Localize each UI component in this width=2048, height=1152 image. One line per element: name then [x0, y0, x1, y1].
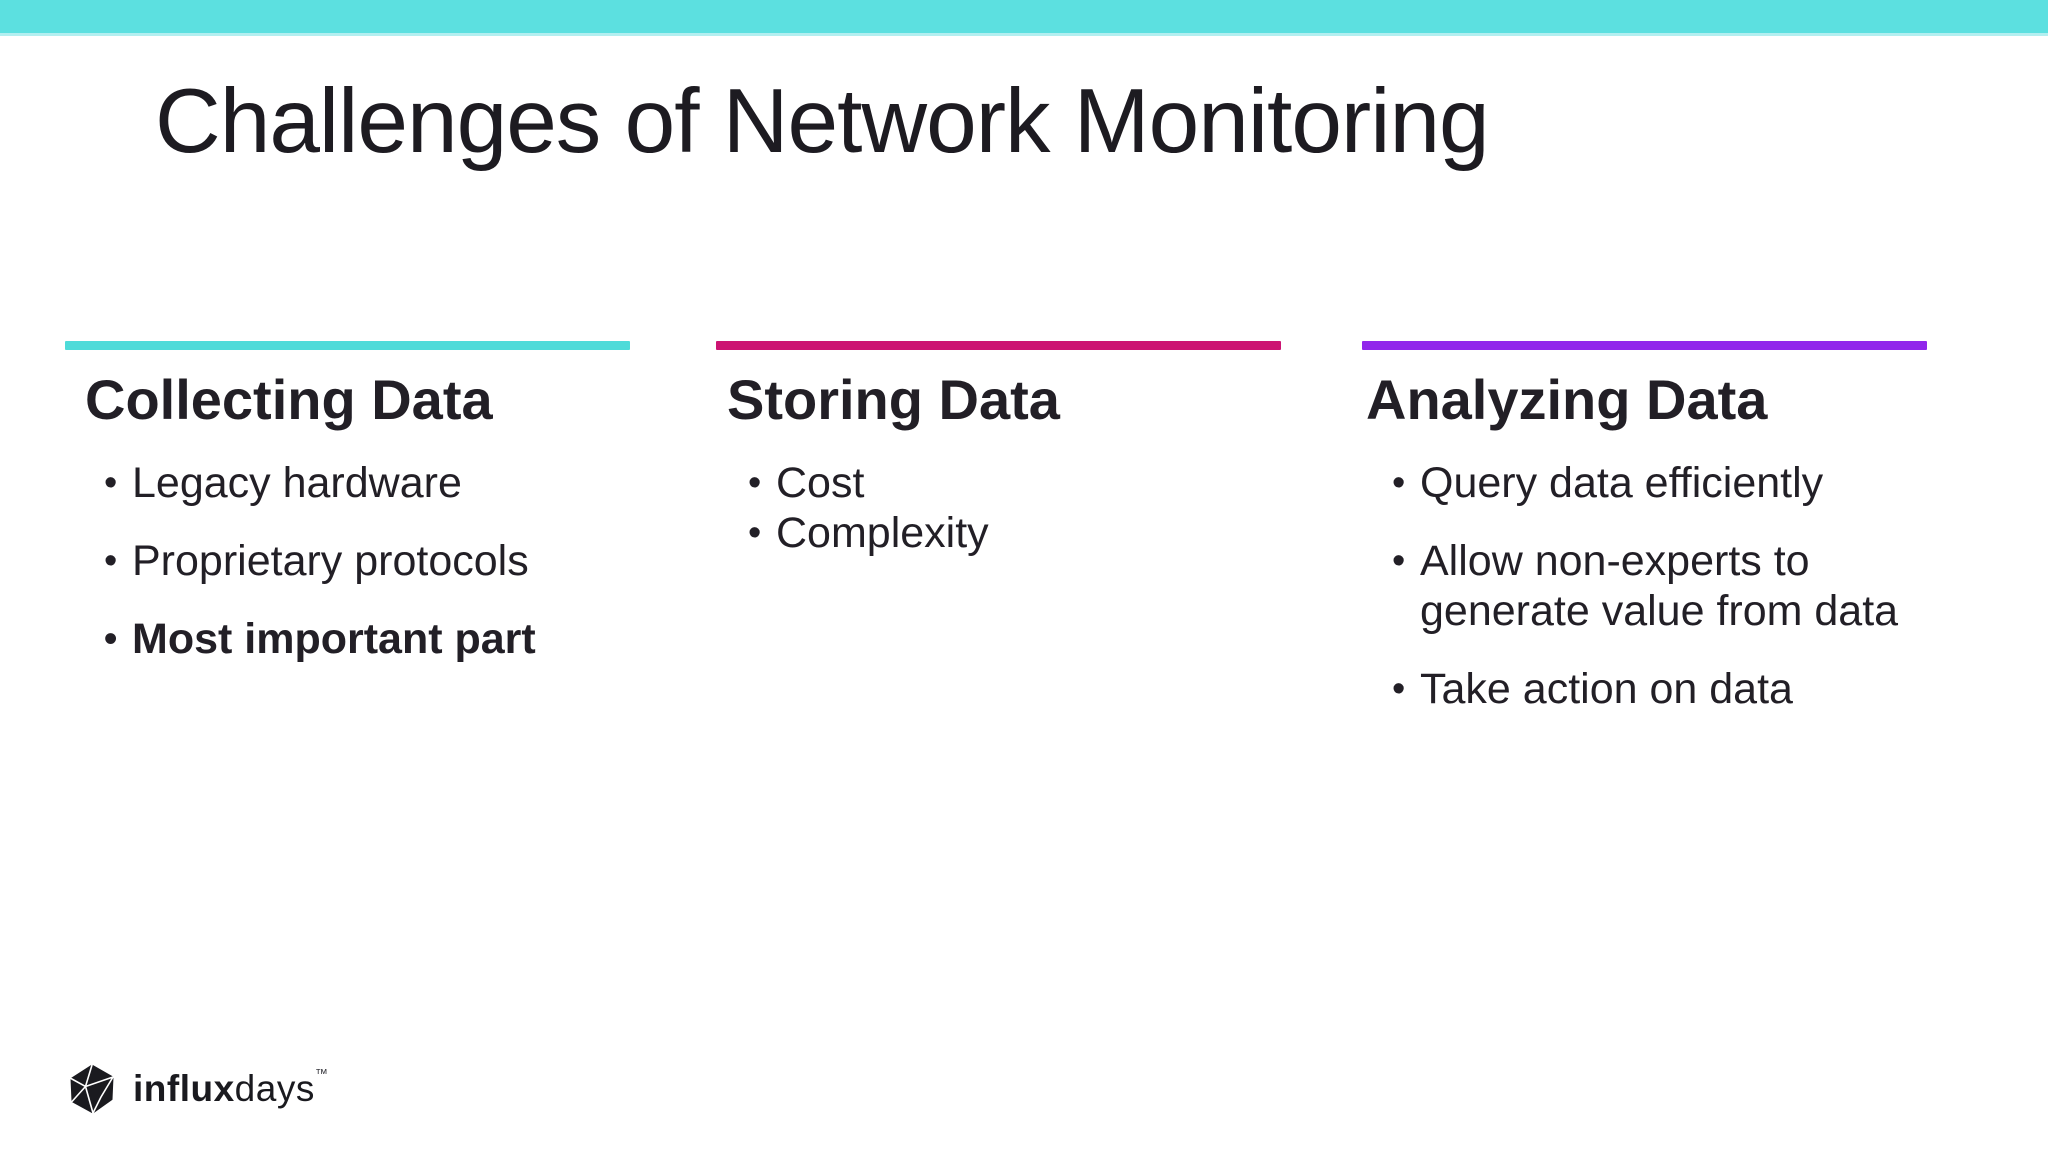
bullet-item: Most important part — [104, 614, 630, 664]
bullet-item: Allow non-experts to generate value from… — [1392, 536, 1927, 636]
bullet-item: Proprietary protocols — [104, 536, 630, 586]
accent-bar-purple — [1362, 341, 1927, 350]
bullet-item: Legacy hardware — [104, 458, 630, 508]
accent-bar-magenta — [716, 341, 1281, 350]
bullet-item: Query data efficiently — [1392, 458, 1927, 508]
bullet-item: Take action on data — [1392, 664, 1927, 714]
bullet-list: Legacy hardware Proprietary protocols Mo… — [65, 458, 630, 664]
bullet-list: Query data efficiently Allow non-experts… — [1362, 458, 1927, 714]
bullet-item: Complexity — [748, 508, 1281, 558]
column-collecting-data: Collecting Data Legacy hardware Propriet… — [65, 341, 630, 664]
column-heading: Collecting Data — [85, 368, 493, 431]
bullet-item: Cost — [748, 458, 1281, 508]
trademark-symbol: ™ — [314, 1066, 329, 1081]
bullet-list: Cost Complexity — [716, 458, 1281, 558]
logo-wordmark: influxdays™ — [133, 1066, 329, 1110]
column-analyzing-data: Analyzing Data Query data efficiently Al… — [1362, 341, 1927, 714]
slide-title: Challenges of Network Monitoring — [155, 71, 1490, 172]
logo-text-influx: influx — [133, 1068, 235, 1109]
accent-bar-teal — [65, 341, 630, 350]
column-heading: Storing Data — [727, 368, 1060, 431]
column-storing-data: Storing Data Cost Complexity — [716, 341, 1281, 558]
column-heading: Analyzing Data — [1366, 368, 1768, 431]
top-accent-band — [0, 0, 2048, 36]
influxdays-logo: influxdays™ — [66, 1064, 328, 1114]
influxdata-polyhedron-icon — [70, 1064, 114, 1114]
logo-text-days: days — [234, 1068, 315, 1109]
